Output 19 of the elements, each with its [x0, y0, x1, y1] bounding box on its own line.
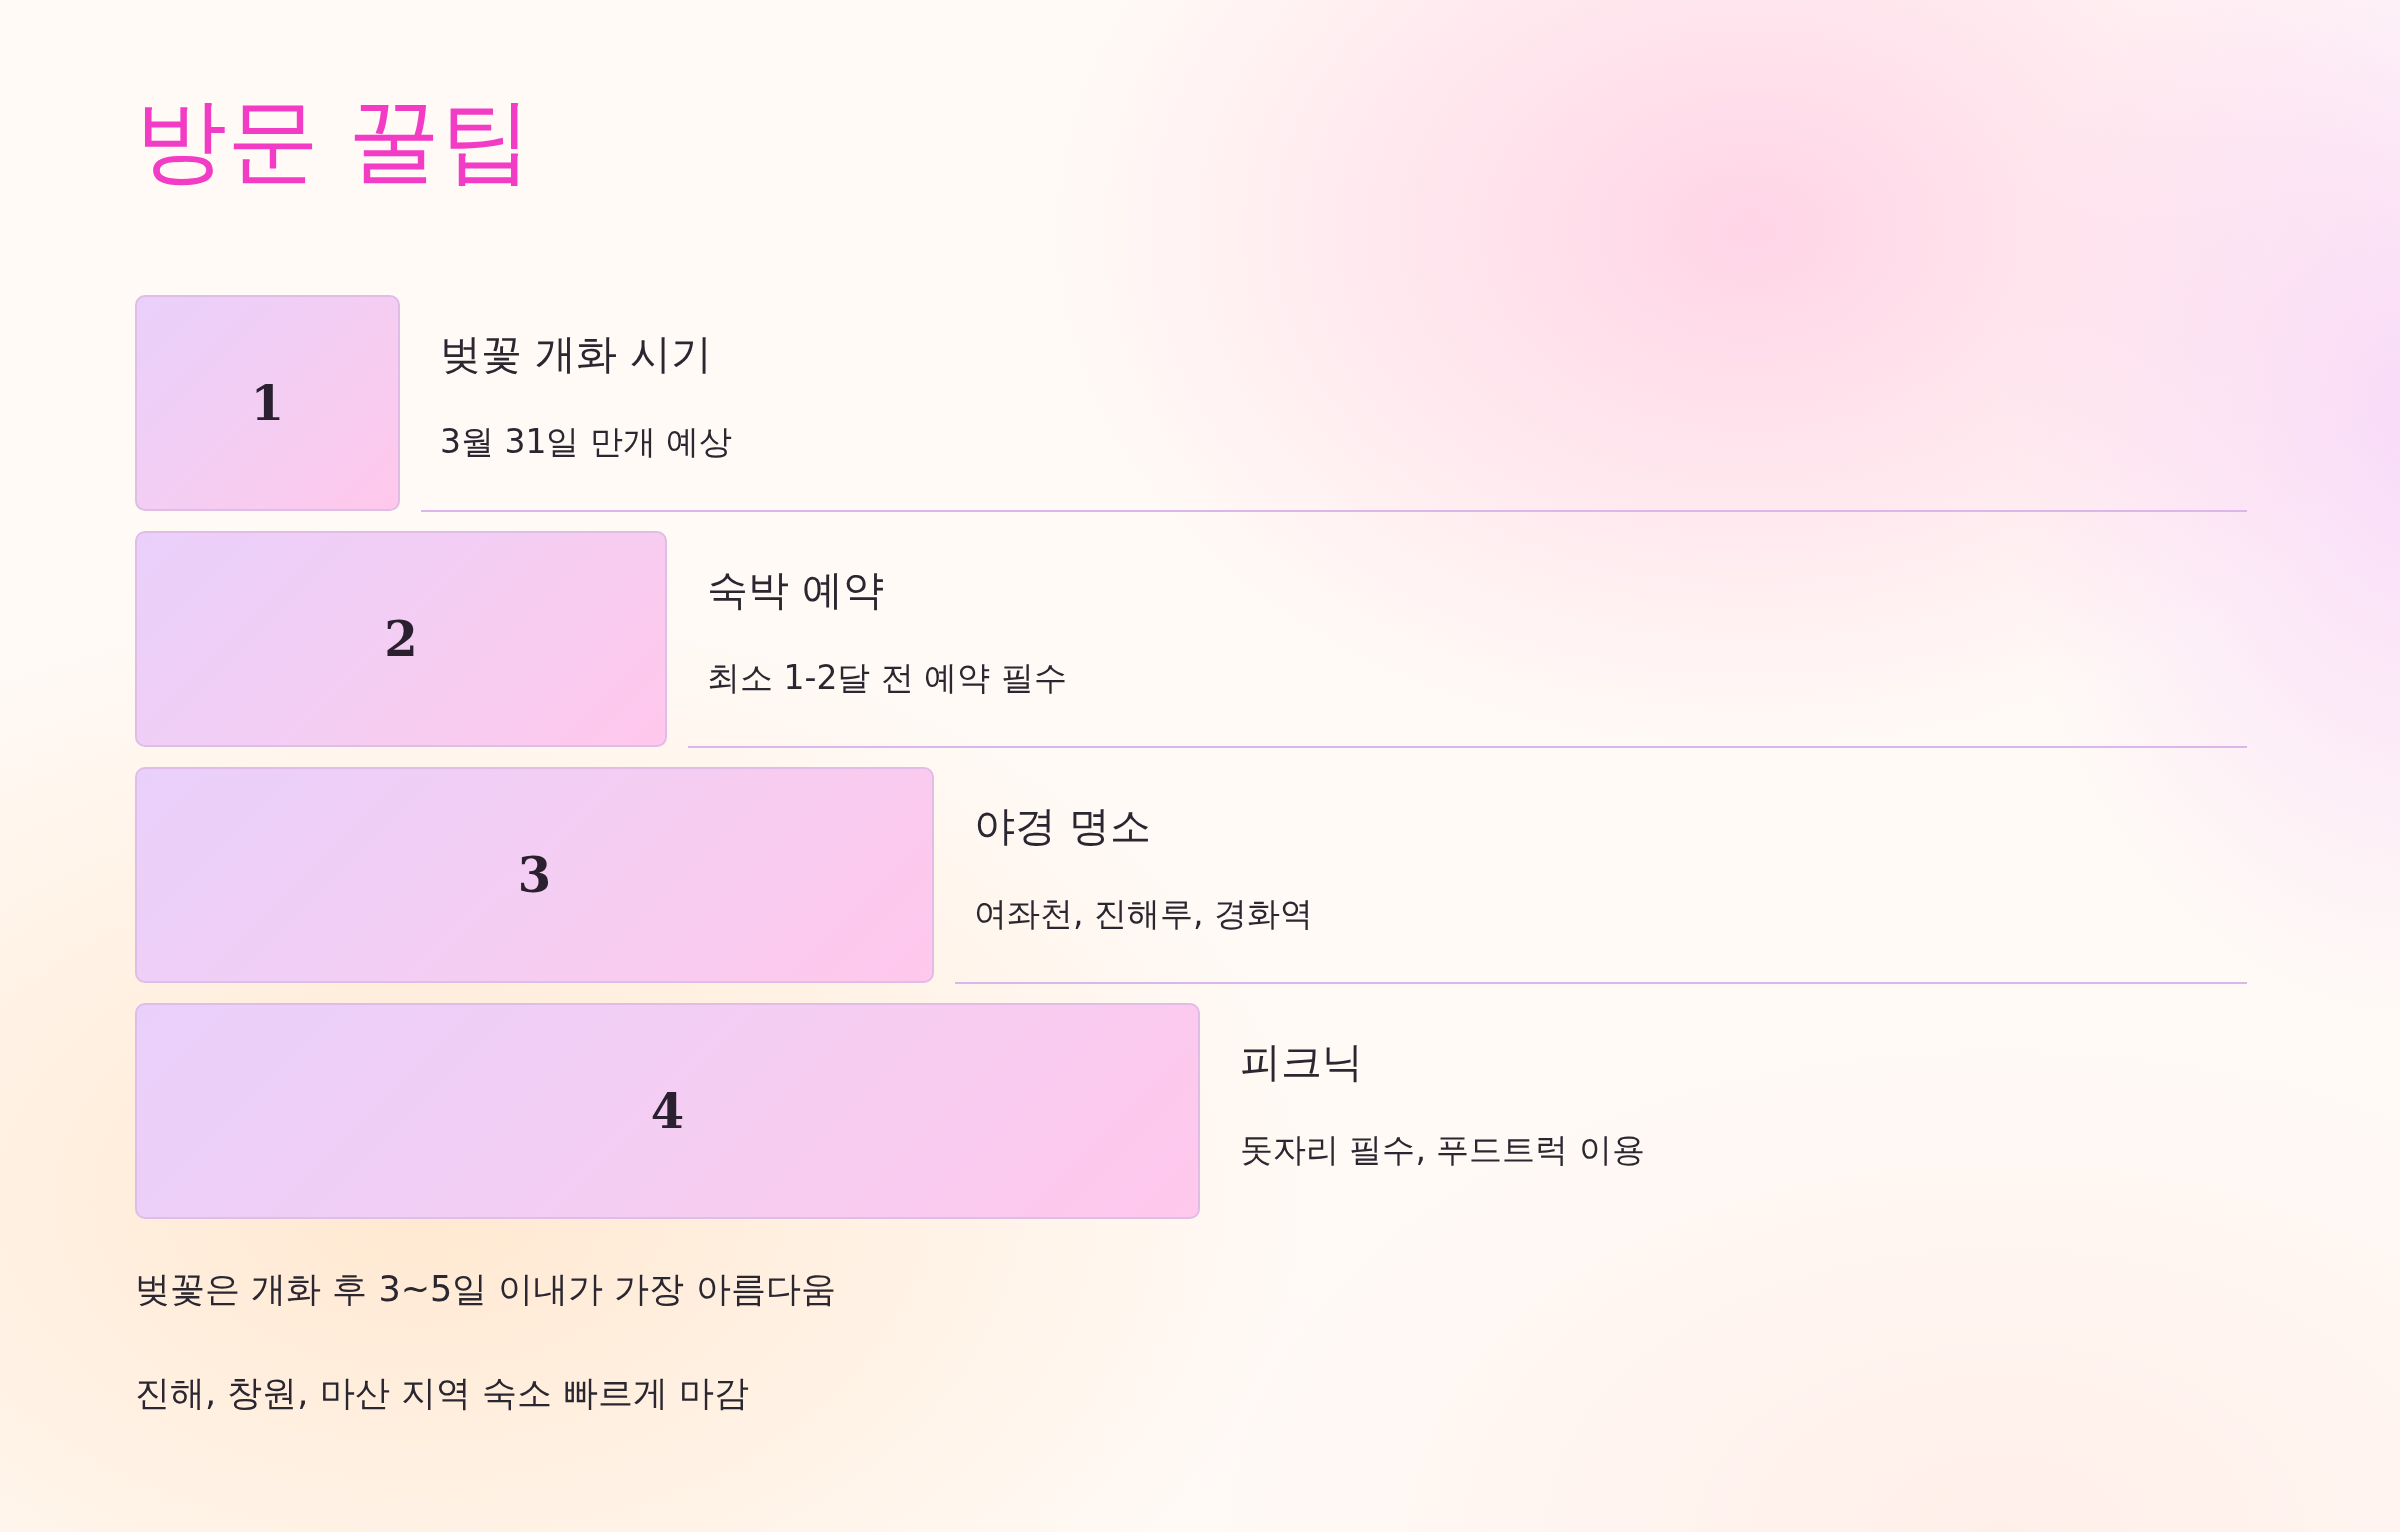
step-number: 3	[517, 851, 552, 899]
step-heading: 숙박 예약	[707, 565, 885, 616]
step-description: 여좌천, 진해루, 경화역	[974, 893, 1313, 935]
step-box	[135, 767, 934, 983]
step-number: 1	[250, 379, 285, 427]
step-box	[135, 1003, 1200, 1219]
step-heading: 벚꽃 개화 시기	[440, 329, 713, 380]
step-number: 4	[650, 1087, 685, 1135]
step-number: 2	[384, 615, 418, 663]
step-box	[135, 531, 667, 747]
step-box	[135, 295, 400, 511]
title: 방문 꿀팁	[135, 86, 533, 196]
step-heading: 피크닉	[1240, 1037, 1363, 1088]
step-description: 돗자리 필수, 푸드트럭 이용	[1240, 1129, 1645, 1171]
note-text: 진해, 창원, 마산 지역 숙소 빠르게 마감	[135, 1372, 749, 1415]
step-description: 최소 1-2달 전 예약 필수	[707, 657, 1067, 699]
note-text: 벚꽃은 개화 후 3~5일 이내가 가장 아름다움	[135, 1268, 836, 1311]
step-heading: 야경 명소	[974, 801, 1152, 852]
step-description: 3월 31일 만개 예상	[440, 421, 733, 463]
